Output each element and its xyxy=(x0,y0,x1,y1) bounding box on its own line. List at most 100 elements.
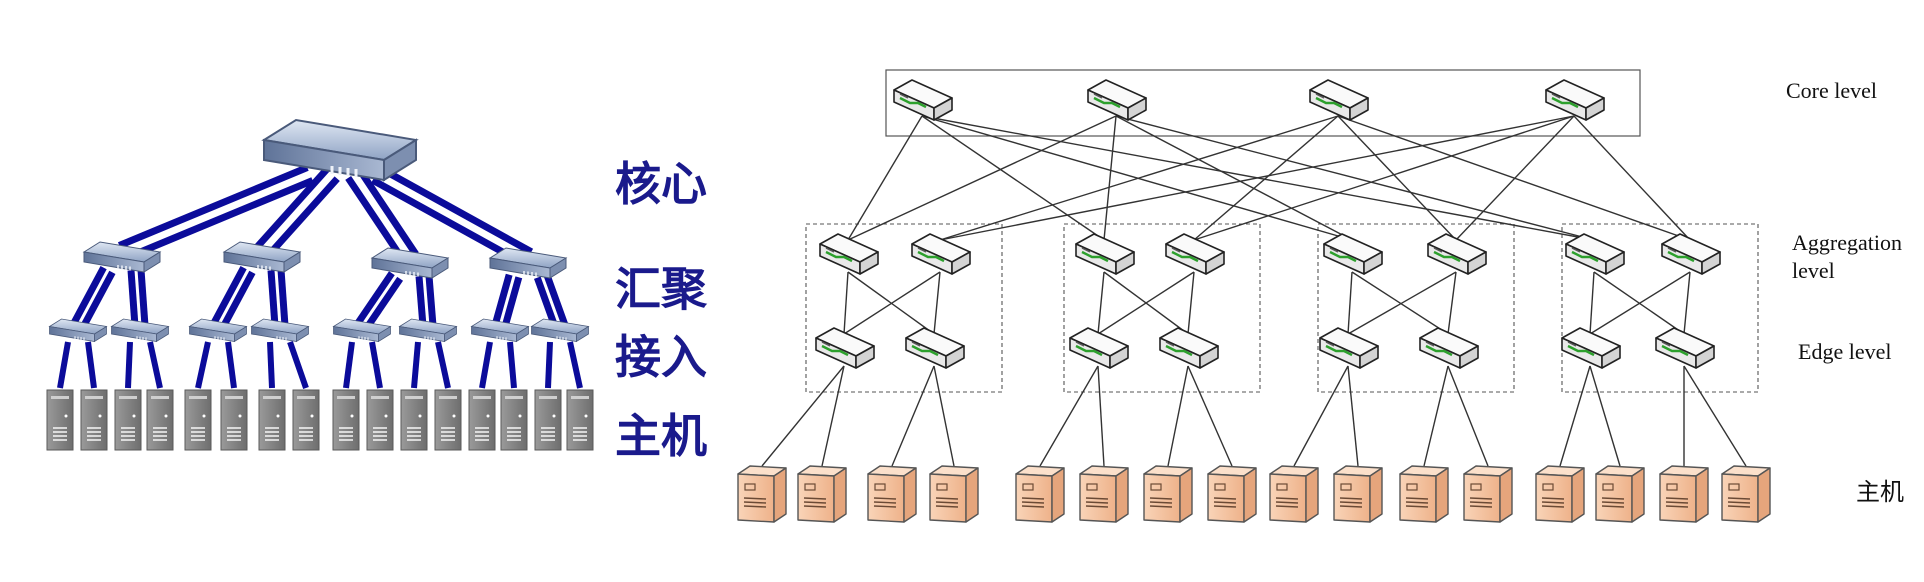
agg-edge-link xyxy=(1589,271,1691,335)
aggregation-switch xyxy=(1322,232,1384,276)
aggregation-level-label-line1: Aggregation xyxy=(1792,230,1902,255)
access-host-link xyxy=(147,341,163,389)
edge-host-link xyxy=(1423,365,1449,467)
host-server-icon xyxy=(867,465,917,523)
agg-edge-link xyxy=(933,271,941,335)
host-server-icon xyxy=(1721,465,1771,523)
aggregation-switch xyxy=(1564,232,1626,276)
edge-host-link xyxy=(1097,365,1105,467)
host-server-icon xyxy=(737,465,787,523)
core-agg-link xyxy=(847,115,1117,241)
server-icon xyxy=(400,389,428,451)
left-access-label: 接入 xyxy=(615,330,707,384)
host-server-icon xyxy=(1463,465,1513,523)
core-switch xyxy=(1308,78,1370,122)
core-agg-link xyxy=(1193,115,1575,241)
host-server-icon xyxy=(1207,465,1257,523)
pod-box-3 xyxy=(1317,223,1515,393)
access-host-link xyxy=(287,341,309,389)
access-host-link xyxy=(369,341,383,389)
edge-host-link xyxy=(1347,365,1359,467)
edge-host-link xyxy=(1293,365,1349,467)
agg-access-link xyxy=(70,265,116,331)
host-server-icon xyxy=(1143,465,1193,523)
edge-level-label: Edge level xyxy=(1798,339,1891,364)
edge-host-link xyxy=(761,365,845,467)
access-host-link xyxy=(343,341,355,389)
agg-edge-link xyxy=(843,271,941,335)
edge-host-link xyxy=(1187,365,1233,467)
agg-access-link xyxy=(210,265,256,331)
edge-host-link xyxy=(1039,365,1099,467)
core-agg-link xyxy=(345,168,419,264)
core-switch xyxy=(892,78,954,122)
access-switch xyxy=(530,318,590,343)
aggregation-switch xyxy=(1074,232,1136,276)
agg-edge-link xyxy=(1589,271,1595,335)
right-links xyxy=(761,115,1747,467)
aggregation-switch xyxy=(1426,232,1488,276)
access-host-link xyxy=(195,341,211,389)
agg-access-link xyxy=(491,273,523,329)
server-icon xyxy=(366,389,394,451)
server-icon xyxy=(146,389,174,451)
left-aggregation-label: 汇聚 xyxy=(615,262,708,316)
edge-host-link xyxy=(933,365,955,467)
access-host-link xyxy=(267,341,275,389)
agg-edge-link xyxy=(1347,271,1457,335)
core-agg-link xyxy=(1455,115,1575,241)
host-server-icon xyxy=(1399,465,1449,523)
agg-edge-link xyxy=(1097,271,1195,335)
edge-host-link xyxy=(1589,365,1621,467)
access-host-link xyxy=(125,341,133,389)
right-nodes xyxy=(737,78,1771,523)
host-server-icon xyxy=(1015,465,1065,523)
core-switch xyxy=(262,118,418,182)
server-icon xyxy=(220,389,248,451)
left-topology: 核心 汇聚 接入 主机 xyxy=(46,118,708,463)
edge-switch xyxy=(904,326,966,370)
pod-box-1 xyxy=(805,223,1003,393)
access-switch xyxy=(332,318,392,343)
server-icon xyxy=(468,389,496,451)
edge-switch xyxy=(1560,326,1622,370)
server-icon xyxy=(566,389,594,451)
agg-edge-link xyxy=(1683,271,1691,335)
server-icon xyxy=(434,389,462,451)
edge-switch xyxy=(1318,326,1380,370)
access-switch xyxy=(398,318,458,343)
host-server-icon xyxy=(1269,465,1319,523)
access-switch xyxy=(470,318,530,343)
host-server-icon xyxy=(797,465,847,523)
access-host-link xyxy=(411,341,421,389)
edge-host-link xyxy=(1167,365,1189,467)
edge-switch xyxy=(1158,326,1220,370)
access-host-link xyxy=(85,341,97,389)
agg-edge-link xyxy=(1097,271,1105,335)
access-switch xyxy=(110,318,170,343)
pod-box-2 xyxy=(1063,223,1261,393)
core-level-label: Core level xyxy=(1786,78,1877,103)
aggregation-switch xyxy=(489,247,567,279)
aggregation-switch xyxy=(910,232,972,276)
access-host-link xyxy=(567,341,583,389)
core-agg-link xyxy=(370,164,534,268)
edge-host-link xyxy=(821,365,845,467)
agg-edge-link xyxy=(1347,271,1353,335)
host-server-icon xyxy=(1333,465,1383,523)
core-agg-link xyxy=(1337,115,1457,241)
server-icon xyxy=(184,389,212,451)
server-icon xyxy=(114,389,142,451)
core-agg-link xyxy=(939,115,1339,241)
edge-host-link xyxy=(1683,365,1747,467)
server-icon xyxy=(80,389,108,451)
aggregation-level-label-line2: level xyxy=(1792,258,1835,283)
core-agg-link xyxy=(847,115,923,241)
host-server-icon xyxy=(1079,465,1129,523)
agg-access-link xyxy=(127,269,149,327)
core-agg-link xyxy=(1115,115,1353,241)
host-server-icon xyxy=(1535,465,1585,523)
access-host-link xyxy=(435,341,451,389)
pod-box-4 xyxy=(1561,223,1759,393)
access-host-link xyxy=(57,341,71,389)
